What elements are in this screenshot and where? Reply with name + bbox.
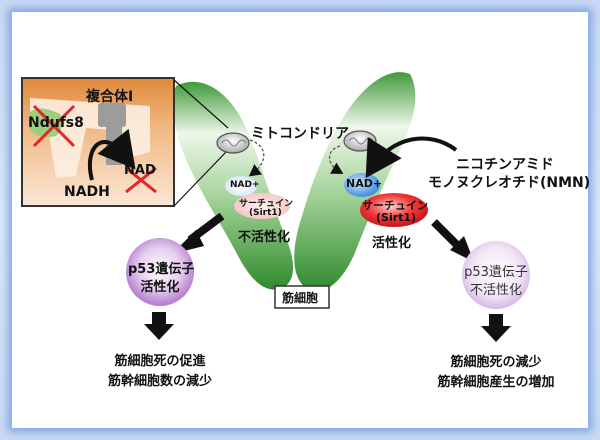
outcome-right-line1: 筋細胞死の減少 <box>450 355 542 370</box>
p53-right-line2: 不活性化 <box>469 283 522 298</box>
muscle-cell-label: 筋細胞 <box>282 291 319 305</box>
p53-left-circle <box>126 238 194 306</box>
muscle-cell-label-box <box>274 285 330 309</box>
arrow-down-right <box>481 314 511 342</box>
zoom-line-top <box>173 79 229 129</box>
p53-right-circle <box>462 241 530 309</box>
nmn-label-line2: モノヌクレオチド(NMN) <box>428 175 591 191</box>
sirt1-right-label: (Sirt1) <box>376 211 417 224</box>
nad-plus-left-bubble <box>225 176 257 196</box>
p53-left-line1: p53遺伝子 <box>128 262 195 277</box>
nadh-label: NADH <box>64 184 110 200</box>
nad-inset-label: NAD <box>124 163 156 178</box>
ndufs8-label: Ndufs8 <box>28 115 84 131</box>
nmn-label-line1: ニコチンアミド <box>456 157 554 173</box>
sirtuin-right-label: サーチュイン <box>362 199 428 212</box>
mito-to-nad-right-arrow <box>328 145 344 174</box>
mitochondria-label: ミトコンドリア <box>251 126 349 142</box>
complex-i-label: 複合体I <box>86 89 134 105</box>
sirtuin-right-bubble <box>360 193 428 227</box>
complex-i-inset <box>21 77 175 207</box>
inactivated-left-label: 不活性化 <box>238 230 291 245</box>
p53-right-line1: p53遺伝子 <box>464 265 528 280</box>
sirt1-left-label: (Sirt1) <box>249 208 282 218</box>
sirtuin-left-label: サーチュイン <box>239 199 294 209</box>
ndufs8-cross-b <box>32 104 76 148</box>
arrow-down-left <box>144 312 174 340</box>
nad-plus-right-label: NAD+ <box>346 177 383 190</box>
mitochondrion-left <box>216 132 250 154</box>
activated-right-label: 活性化 <box>372 236 412 251</box>
arrow-to-p53-right <box>431 219 474 262</box>
p53-left-line2: 活性化 <box>140 280 180 295</box>
outcome-left-line2: 筋幹細胞数の減少 <box>107 374 212 389</box>
outcome-left-line1: 筋細胞死の促進 <box>114 354 206 369</box>
nmn-curved-arrow <box>365 136 458 179</box>
mito-to-nad-left-arrow <box>248 139 265 177</box>
sirtuin-left-bubble <box>234 193 290 219</box>
nadh-to-nad-arrow <box>87 128 136 181</box>
outcome-right-line2: 筋幹細胞産生の増加 <box>437 375 555 390</box>
nad-plus-right-bubble <box>344 173 380 197</box>
nad-plus-left-label: NAD+ <box>230 180 260 190</box>
nad-cross-b <box>125 166 157 194</box>
zoom-line-bottom <box>173 151 227 207</box>
